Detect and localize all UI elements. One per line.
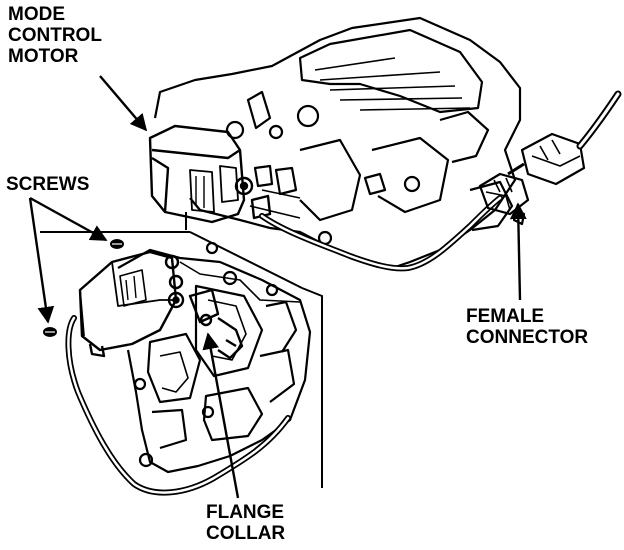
screws-callout-arrow-left: [28, 197, 55, 324]
screw-top: [110, 239, 124, 249]
mode-control-motor-label-line-1: MODE: [8, 4, 65, 25]
exploded-motor: [78, 250, 244, 360]
screws-callout-arrow-top: [29, 196, 108, 242]
callout-arrows: [28, 75, 527, 499]
female-connector-label-line-1: FEMALE: [466, 306, 545, 327]
screws-label: SCREWS: [6, 174, 90, 195]
connector-callout-arrow: [509, 202, 527, 301]
upper-housing: [153, 16, 522, 270]
flange-callout-arrow: [202, 332, 240, 499]
male-connector-plug: [507, 132, 586, 186]
mode-control-motor-label: MODE CONTROL MOTOR: [8, 4, 102, 67]
screw-left: [43, 327, 57, 337]
motor-callout-arrow: [99, 75, 148, 132]
flange-collar-label: FLANGE COLLAR: [206, 502, 285, 544]
female-connector-label: FEMALE CONNECTOR: [466, 306, 588, 348]
lower-wire-harness: [65, 315, 291, 496]
mode-control-motor-body: [148, 124, 272, 224]
female-connector-label-line-2: CONNECTOR: [466, 327, 589, 348]
flange-collar-label-line-2: COLLAR: [206, 523, 286, 544]
detail-leader-lines: [40, 212, 323, 488]
mode-control-motor-label-line-2: CONTROL: [8, 25, 102, 46]
upper-wire-harness: [259, 195, 503, 272]
mode-control-motor-label-line-3: MOTOR: [8, 46, 79, 67]
plug-wire: [576, 90, 622, 150]
flange-collar-label-line-1: FLANGE: [206, 502, 285, 523]
